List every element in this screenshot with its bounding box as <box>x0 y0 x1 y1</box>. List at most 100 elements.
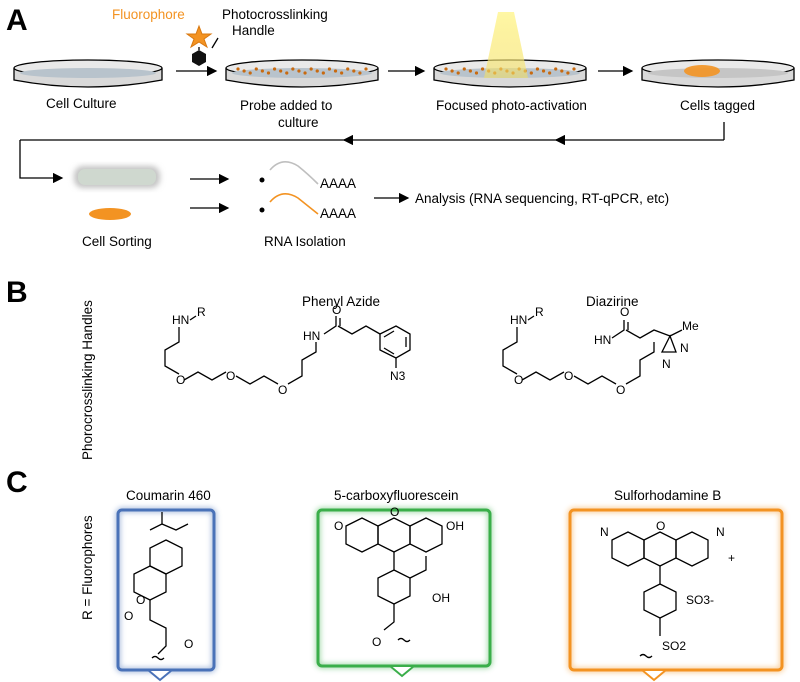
methyl-label: Me <box>682 319 699 333</box>
probe-dot <box>327 67 332 71</box>
probe-dot <box>566 71 570 75</box>
probe-dot <box>468 69 472 73</box>
diazirine-structure: Diazirine HN R O O O HN O Me N N <box>502 294 699 397</box>
diazirine-title: Diazirine <box>586 294 639 309</box>
fluorescein-ketone: O <box>372 635 381 649</box>
r-label-2: R <box>535 305 544 319</box>
coumarin-ketone: O <box>184 637 193 651</box>
light-beam <box>484 12 528 78</box>
dish-probe-added <box>225 59 379 88</box>
phenyl-azide-title: Phenyl Azide <box>302 294 380 309</box>
step-probe-added-2: culture <box>278 115 319 130</box>
probe-dot <box>541 69 546 73</box>
panel-label-a: A <box>6 4 28 37</box>
handle-label-2: Handle <box>232 23 275 38</box>
ether-o-3: O <box>278 383 287 397</box>
rhod-n-left: N <box>600 525 609 539</box>
probe-dot <box>285 71 289 75</box>
probe-dot <box>474 71 479 75</box>
ether-o-5: O <box>564 369 573 383</box>
probe-dot <box>321 71 325 75</box>
probe-dot <box>352 69 356 73</box>
amide-o-2: O <box>620 305 629 319</box>
fluorescein-frame: O O OH OH O <box>316 505 492 678</box>
diazirine-n-1: N <box>680 341 689 355</box>
probe-dot <box>236 67 240 71</box>
rna-strand-gray <box>269 161 319 185</box>
probe-dot <box>260 69 264 73</box>
return-line-into-sorting <box>19 140 64 184</box>
fluorophores-side-label: R = Fluorophores <box>80 515 95 620</box>
fluorescein-o: O <box>334 519 343 533</box>
ether-o-2: O <box>226 369 235 383</box>
probe-dot <box>272 67 277 71</box>
sulfonyl-label: SO2 <box>662 639 686 653</box>
rhod-ring-o: O <box>656 519 665 533</box>
probe-dot <box>554 67 558 71</box>
ether-o-6: O <box>616 383 625 397</box>
polya-orange: AAAA <box>320 206 356 221</box>
rhod-plus: + <box>728 551 735 565</box>
handles-side-label: Phorocrosslinking Handles <box>80 300 95 460</box>
coumarin-co: O <box>124 609 133 623</box>
handle-pointer <box>211 37 219 49</box>
cell-sorting-label: Cell Sorting <box>82 234 152 249</box>
rna-cap-gray <box>259 177 265 183</box>
probe-dot <box>266 71 271 75</box>
probe-dot <box>309 67 313 71</box>
coumarin-frame: O O O <box>116 508 216 682</box>
handle-label-1: Photocrosslinking <box>222 7 328 22</box>
tagged-cells-cluster <box>684 65 720 77</box>
panel-label-c: C <box>6 466 28 499</box>
probe-dot <box>535 67 540 71</box>
phenyl-azide-structure: Phenyl Azide HN R O O O HN O N3 <box>164 294 411 397</box>
probe-dot <box>248 71 252 75</box>
probe-dot <box>254 67 258 71</box>
probe-dot <box>279 69 283 73</box>
fluorophore-label: Fluorophore <box>112 7 185 22</box>
probe-dot <box>548 71 552 75</box>
probe-dot <box>364 67 368 71</box>
probe-dot <box>529 71 533 75</box>
probe-dot <box>297 69 301 73</box>
polya-gray: AAAA <box>320 176 356 191</box>
step-photo-activation: Focused photo-activation <box>436 98 587 113</box>
rna-strand-orange <box>269 193 319 215</box>
probe-dot <box>303 71 307 75</box>
probe-dot <box>480 67 485 71</box>
diazirine-n-2: N <box>662 357 671 371</box>
probe-dot <box>358 71 362 75</box>
panel-label-b: B <box>6 276 28 309</box>
fluorescein-ring-o: O <box>390 505 399 519</box>
probe-dot <box>340 71 344 75</box>
probe-dot <box>444 67 448 71</box>
coumarin-o: O <box>136 593 145 607</box>
step-cells-tagged: Cells tagged <box>680 98 755 113</box>
probe-dot <box>242 69 246 73</box>
fluorescein-oh: OH <box>446 519 464 533</box>
sorted-gray-cells <box>74 166 160 188</box>
probe-dot <box>315 69 319 73</box>
probe-dot <box>560 69 564 73</box>
probe-dot <box>456 71 460 75</box>
step-cell-culture: Cell Culture <box>46 96 117 111</box>
probe-dot <box>346 67 350 71</box>
ether-o-1: O <box>176 373 185 387</box>
fluorescein-title: 5-carboxyfluorescein <box>334 488 459 503</box>
amide-o: O <box>332 303 341 317</box>
dish-cell-culture <box>13 59 163 88</box>
ether-o-4: O <box>514 373 523 387</box>
handle-hexagon-icon <box>192 50 206 66</box>
coumarin-title: Coumarin 460 <box>126 488 211 503</box>
fluorophore-star-icon <box>185 24 213 49</box>
step-probe-added-1: Probe added to <box>240 98 332 113</box>
probe-dot <box>572 67 576 71</box>
azide-label: N3 <box>390 369 406 383</box>
rhod-n-right: N <box>716 525 725 539</box>
dish-cells-tagged <box>641 59 795 88</box>
sulforhodamine-title: Sulforhodamine B <box>614 488 721 503</box>
dish-photo-activation <box>433 12 587 88</box>
r-label: R <box>197 305 206 319</box>
sulforhodamine-frame: N O N + SO3- SO2 <box>568 508 784 682</box>
